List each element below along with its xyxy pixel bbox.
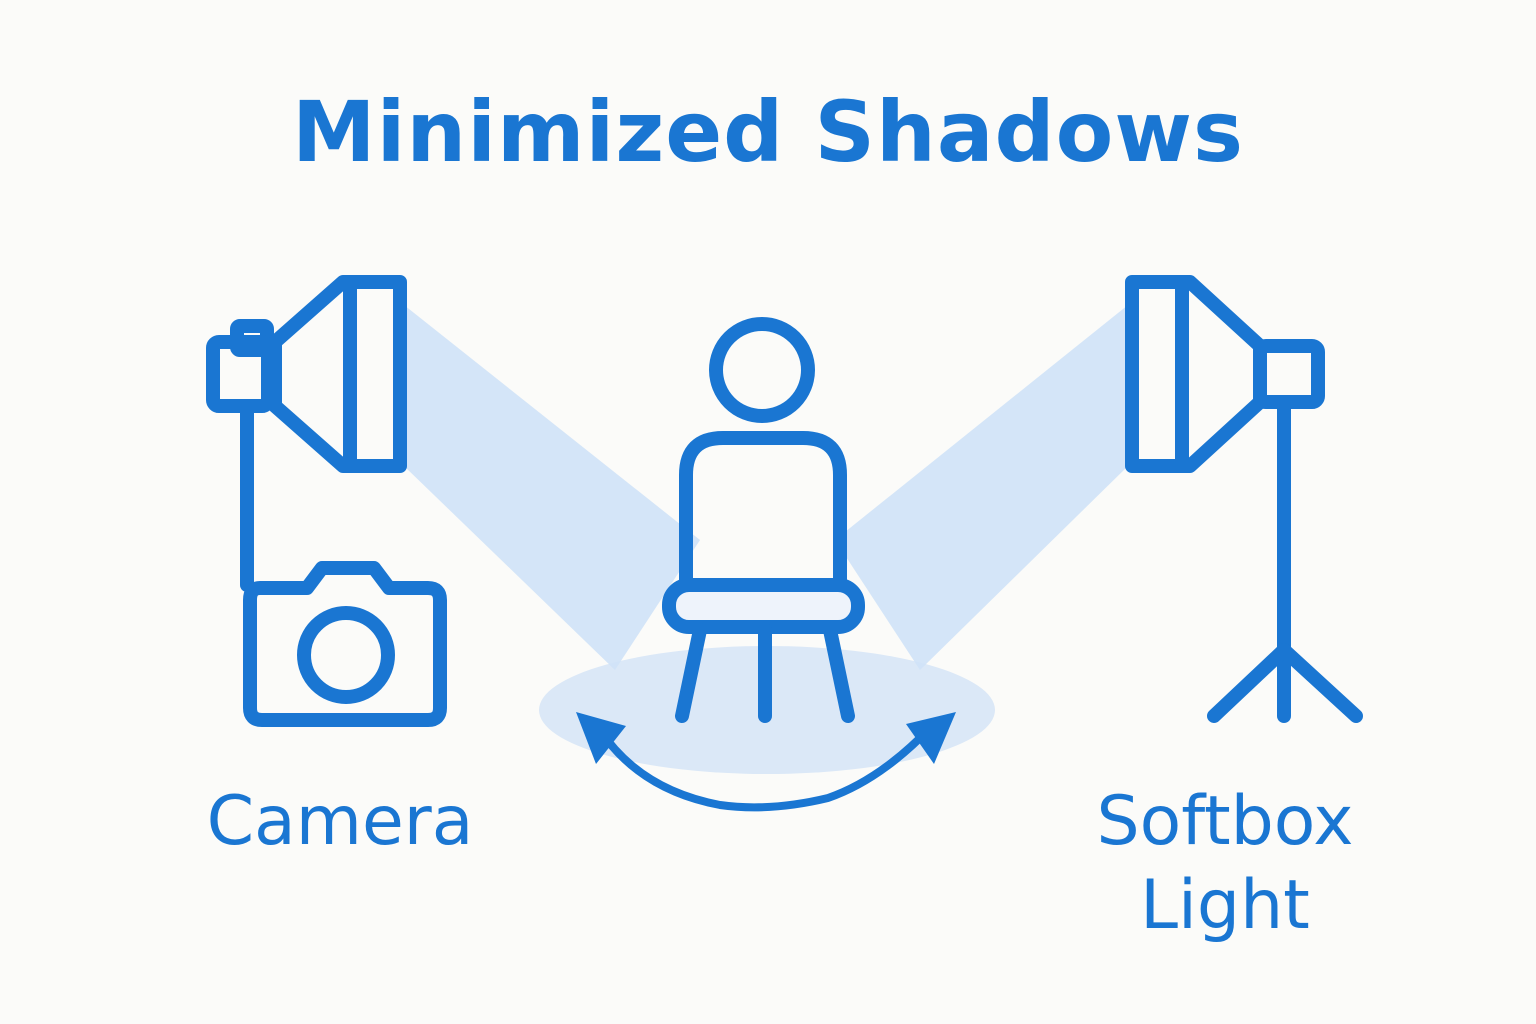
- light-beam-right: [835, 305, 1128, 670]
- diagram-title: Minimized Shadows: [292, 83, 1244, 181]
- rotation-arrow-icon: [596, 724, 934, 812]
- chair-icon: [662, 578, 865, 723]
- softbox-light-left-icon: [206, 275, 407, 592]
- light-beam-left: [404, 305, 700, 670]
- camera-icon: [243, 561, 447, 727]
- person-icon: [679, 317, 847, 587]
- softbox-light-label: Softbox Light: [1060, 780, 1390, 948]
- light-stand-icon: [1207, 398, 1363, 723]
- arrow-head-left: [576, 712, 626, 764]
- camera-label: Camera: [206, 782, 474, 861]
- softbox-label-line1: Softbox: [1096, 782, 1354, 861]
- arrow-head-right: [906, 712, 956, 764]
- softbox-label-line2: Light: [1140, 866, 1310, 945]
